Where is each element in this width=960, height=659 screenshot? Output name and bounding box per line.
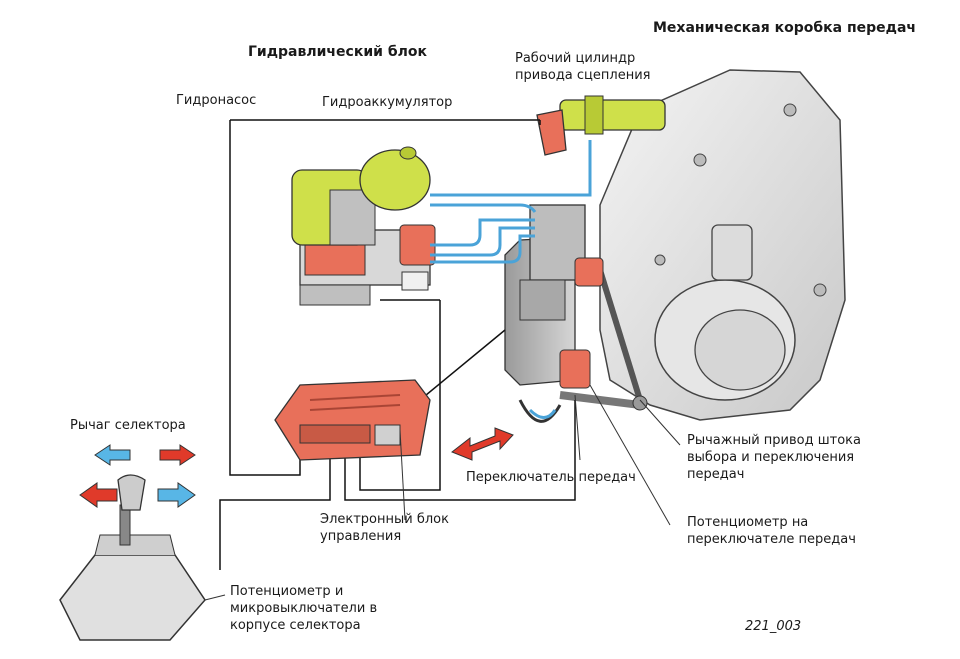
hydro-pump-label: Гидронасос (176, 93, 257, 108)
gear-linkage-label-1: Рычажный привод штока (687, 433, 861, 448)
gear-switch-label: Переключатель передач (466, 470, 636, 485)
potentiometer-switch-label-2: переключателе передач (687, 532, 856, 547)
selector-pot-label-3: корпусе селектора (230, 618, 361, 633)
clutch-cylinder-label-2: привода сцепления (515, 68, 651, 83)
hydraulic-lines (430, 140, 592, 264)
ecu-label-2: управления (320, 529, 402, 544)
hydraulic-unit (291, 146, 436, 306)
clutch-cylinder-label-1: Рабочий цилиндр (515, 51, 636, 66)
gear-linkage-label-2: выбора и переключения (687, 450, 855, 465)
selector-pot-label-2: микровыключатели в (230, 601, 378, 616)
electronic-control-unit (274, 379, 431, 461)
gear-linkage-label-3: передач (687, 467, 745, 482)
gearbox-housing (599, 69, 846, 421)
hydraulic-unit-label: Гидравлический блок (248, 44, 427, 60)
gear-linkage (518, 269, 648, 423)
clutch-slave-cylinder (536, 95, 666, 156)
selector-lever-label: Рычаг селектора (70, 418, 186, 433)
leader-lines (204, 384, 681, 601)
ecu-label-1: Электронный блок (320, 512, 449, 527)
selector-pot-label-1: Потенциометр и (230, 584, 344, 599)
selector-housing (59, 474, 206, 641)
figure-code: 221_003 (745, 619, 802, 634)
wiring (219, 119, 576, 570)
gear-switch-arrow (451, 427, 514, 461)
potentiometer-on-switch (559, 349, 591, 389)
shift-sensor-upper (574, 257, 604, 287)
gear-shift-actuator (504, 204, 586, 386)
hydro-accumulator-label: Гидроаккумулятор (322, 95, 453, 110)
selector-arrows (79, 444, 196, 508)
gearbox-title: Механическая коробка передач (653, 20, 917, 36)
potentiometer-switch-label-1: Потенциометр на (687, 515, 809, 530)
